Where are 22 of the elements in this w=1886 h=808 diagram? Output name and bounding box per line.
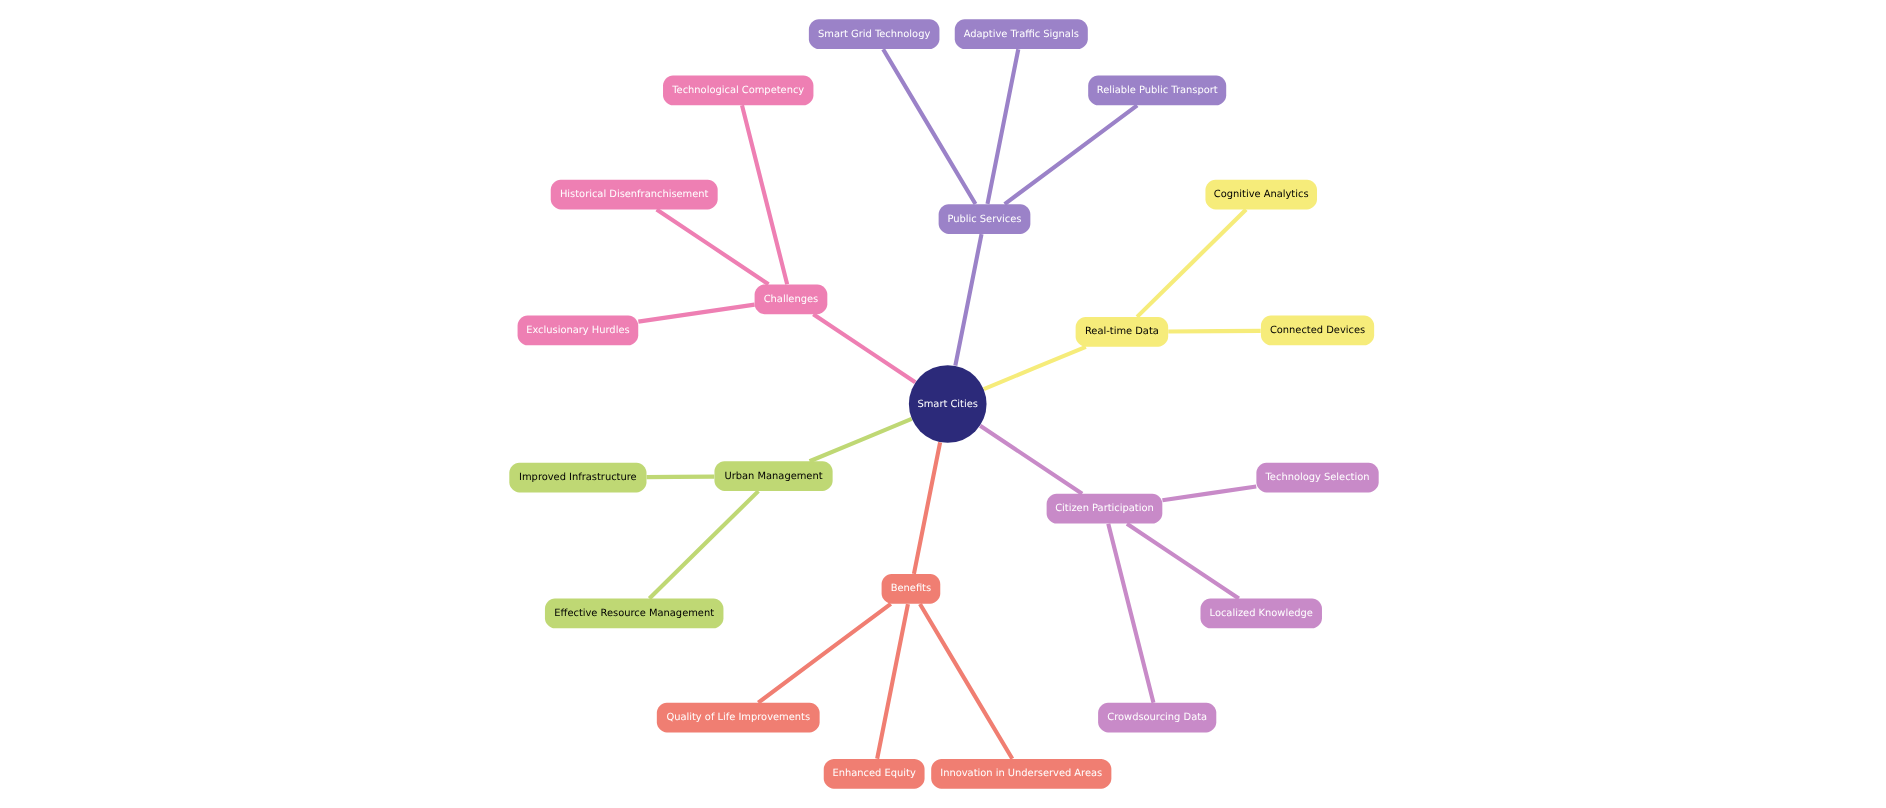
- connector: [880, 48, 977, 205]
- connector: [1167, 328, 1260, 334]
- connector: [637, 302, 754, 324]
- connector: [978, 424, 1083, 496]
- connector: [1134, 208, 1247, 319]
- connector: [910, 441, 942, 575]
- connector: [646, 489, 759, 601]
- connector: [1002, 103, 1138, 206]
- connector: [739, 104, 789, 285]
- connector: [807, 417, 912, 464]
- connector: [1161, 484, 1256, 503]
- connector: [645, 474, 714, 480]
- connector: [952, 233, 983, 367]
- connector: [654, 207, 769, 286]
- connector: [874, 603, 909, 760]
- connector: [982, 344, 1086, 391]
- connector: [811, 312, 916, 384]
- connector: [917, 603, 1014, 760]
- connector: [1105, 523, 1155, 704]
- connector: [756, 602, 892, 705]
- connector: [984, 48, 1020, 205]
- connector: [1124, 522, 1239, 601]
